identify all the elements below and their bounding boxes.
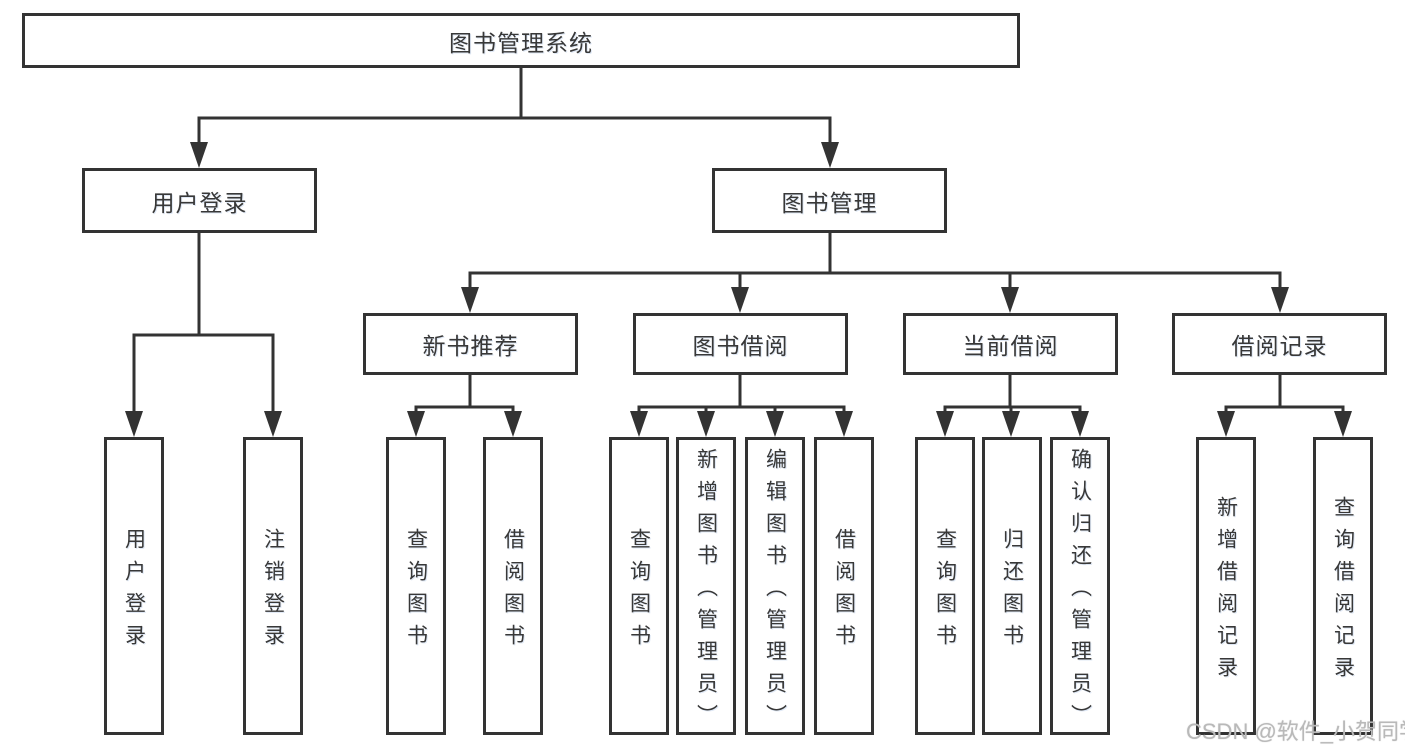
node-leaf-return-book-label: 归还图书 — [1000, 527, 1024, 656]
node-current-borrow-label: 当前借阅 — [962, 333, 1059, 359]
node-leaf-query-book-borrow-label: 查询图书 — [627, 527, 651, 656]
node-borrow-record: 借阅记录 — [1172, 313, 1387, 375]
node-user-login-label: 用户登录 — [151, 189, 248, 216]
node-root: 图书管理系统 — [22, 13, 1020, 68]
node-leaf-add-book-admin-label: 新增图书（管理员） — [694, 447, 718, 736]
node-leaf-query-book-current-label: 查询图书 — [933, 527, 957, 656]
node-leaf-borrow-book-recommend-label: 借阅图书 — [501, 527, 525, 656]
node-borrow-record-label: 借阅记录 — [1231, 333, 1328, 359]
node-leaf-logout: 注销登录 — [243, 437, 303, 735]
node-leaf-confirm-return-admin: 确认归还（管理员） — [1050, 437, 1110, 736]
node-leaf-add-borrow-record-label: 新增借阅记录 — [1214, 495, 1238, 688]
node-leaf-query-book-current: 查询图书 — [915, 437, 975, 735]
node-leaf-query-book-recommend: 查询图书 — [386, 437, 446, 735]
node-leaf-query-borrow-record: 查询借阅记录 — [1313, 437, 1373, 735]
node-root-label: 图书管理系统 — [449, 29, 593, 56]
node-leaf-add-borrow-record: 新增借阅记录 — [1196, 437, 1256, 735]
node-current-borrow: 当前借阅 — [903, 313, 1118, 375]
node-user-login: 用户登录 — [82, 168, 317, 233]
node-new-book-recommend-label: 新书推荐 — [422, 333, 519, 359]
node-leaf-user-login-label: 用户登录 — [122, 527, 146, 656]
node-book-management-label: 图书管理 — [781, 189, 878, 216]
node-leaf-borrow-book-label: 借阅图书 — [832, 527, 856, 656]
node-book-borrow-label: 图书借阅 — [692, 333, 789, 359]
node-new-book-recommend: 新书推荐 — [363, 313, 578, 375]
node-leaf-edit-book-admin: 编辑图书（管理员） — [745, 437, 805, 736]
node-leaf-query-borrow-record-label: 查询借阅记录 — [1331, 495, 1355, 688]
node-leaf-borrow-book: 借阅图书 — [814, 437, 874, 735]
node-book-borrow: 图书借阅 — [633, 313, 848, 375]
node-leaf-query-book-recommend-label: 查询图书 — [404, 527, 428, 656]
node-leaf-query-book-borrow: 查询图书 — [609, 437, 669, 735]
csdn-watermark: CSDN @软件_小贺同学 — [1186, 719, 1405, 744]
node-leaf-return-book: 归还图书 — [982, 437, 1042, 735]
node-leaf-confirm-return-admin-label: 确认归还（管理员） — [1068, 447, 1092, 736]
node-leaf-logout-label: 注销登录 — [261, 527, 285, 656]
node-leaf-borrow-book-recommend: 借阅图书 — [483, 437, 543, 735]
node-book-management: 图书管理 — [712, 168, 947, 233]
node-leaf-user-login: 用户登录 — [104, 437, 164, 735]
node-leaf-add-book-admin: 新增图书（管理员） — [676, 437, 736, 736]
node-leaf-edit-book-admin-label: 编辑图书（管理员） — [763, 447, 787, 736]
